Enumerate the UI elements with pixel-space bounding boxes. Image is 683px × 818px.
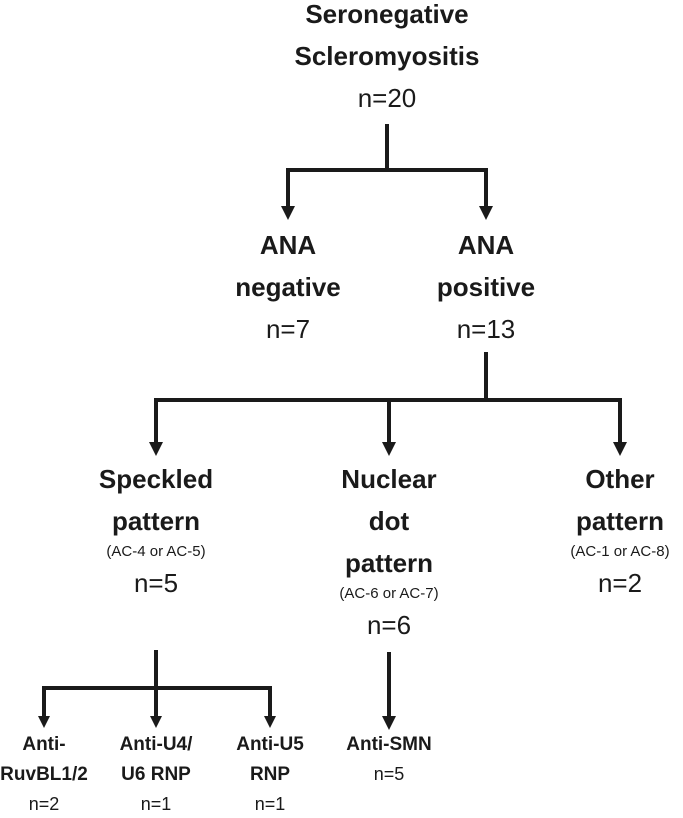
node-subtitle: (AC-6 or AC-7) xyxy=(339,585,439,602)
node-title-line: Nuclear xyxy=(341,464,437,494)
node-title-line: Speckled xyxy=(98,464,214,494)
node-title-line: pattern xyxy=(111,506,201,536)
node-anti-ruvbl: Anti- RuvBL1/2 n=2 xyxy=(0,730,92,818)
node-count: n=2 xyxy=(28,794,60,814)
arrowhead-other xyxy=(613,442,627,456)
arrowhead-ana-negative xyxy=(281,206,295,220)
node-title-line: RNP xyxy=(249,764,291,785)
node-title-line: ANA xyxy=(457,230,515,260)
node-seronegative-scleromyositis: Seronegative Scleromyositis n=20 xyxy=(241,0,533,119)
arrowhead-ana-positive xyxy=(479,206,493,220)
arrowhead-nuclear-dot xyxy=(382,442,396,456)
node-title-line: Scleromyositis xyxy=(294,41,480,71)
node-title-line: RuvBL1/2 xyxy=(0,764,88,785)
node-ana-negative: ANA negative n=7 xyxy=(228,224,348,350)
node-count: n=7 xyxy=(265,314,311,344)
node-anti-u4-u6-rnp: Anti-U4/ U6 RNP n=1 xyxy=(106,730,206,818)
node-title-line: Other xyxy=(585,464,655,494)
node-title-line: Anti- xyxy=(22,734,66,755)
node-title-line: positive xyxy=(436,272,536,302)
arrowhead-u4u6 xyxy=(150,716,162,728)
node-ana-positive: ANA positive n=13 xyxy=(426,224,546,350)
node-title-line: ANA xyxy=(259,230,317,260)
node-anti-smn: Anti-SMN n=5 xyxy=(334,730,444,788)
node-count: n=20 xyxy=(357,83,417,113)
node-anti-u5-rnp: Anti-U5 RNP n=1 xyxy=(222,730,318,818)
node-count: n=1 xyxy=(140,794,172,814)
arrowhead-speckled xyxy=(149,442,163,456)
node-nuclear-dot-pattern: Nuclear dot pattern (AC-6 or AC-7) n=6 xyxy=(309,458,469,646)
node-subtitle: (AC-4 or AC-5) xyxy=(106,543,206,560)
node-title-line: Anti-U5 xyxy=(236,734,304,755)
node-title-line: Seronegative xyxy=(305,0,469,29)
node-count: n=5 xyxy=(373,764,405,784)
arrowhead-u5 xyxy=(264,716,276,728)
node-subtitle: (AC-1 or AC-8) xyxy=(570,543,670,560)
node-title-line: pattern xyxy=(575,506,665,536)
arrowhead-smn xyxy=(382,716,396,730)
arrowhead-ruvbl xyxy=(38,716,50,728)
node-count: n=6 xyxy=(366,610,412,640)
node-title-line: pattern xyxy=(344,548,434,578)
node-count: n=1 xyxy=(254,794,286,814)
node-title-line: Anti-SMN xyxy=(346,734,432,755)
node-other-pattern: Other pattern (AC-1 or AC-8) n=2 xyxy=(540,458,683,604)
node-title-line: dot xyxy=(368,506,410,536)
node-count: n=2 xyxy=(597,568,643,598)
node-title-line: Anti-U4/ xyxy=(119,734,193,755)
node-speckled-pattern: Speckled pattern (AC-4 or AC-5) n=5 xyxy=(76,458,236,604)
node-title-line: negative xyxy=(235,272,341,302)
node-count: n=13 xyxy=(456,314,516,344)
node-count: n=5 xyxy=(133,568,179,598)
node-title-line: U6 RNP xyxy=(121,764,191,785)
